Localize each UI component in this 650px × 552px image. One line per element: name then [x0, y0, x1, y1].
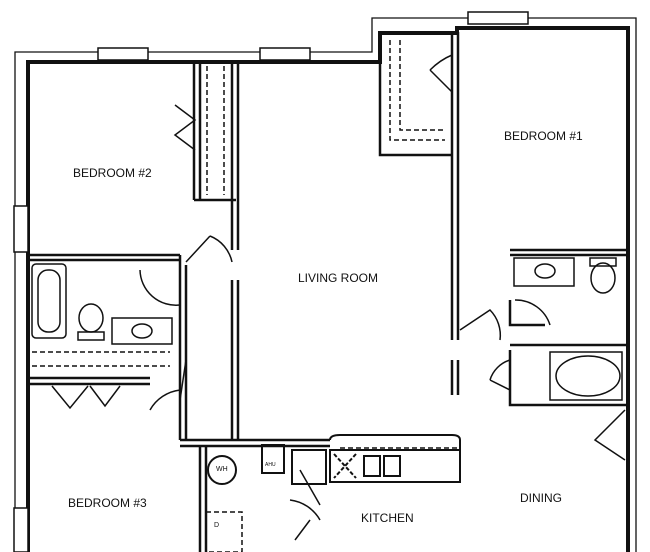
dryer-label: D — [214, 522, 220, 529]
kitchen-counter — [207, 434, 461, 485]
windows — [13, 11, 529, 552]
ahu-label: AHU — [265, 462, 276, 468]
bath-fixtures — [31, 257, 623, 401]
room-label-living-room: LIVING ROOM — [298, 271, 379, 285]
room-label-bedroom-3: BEDROOM #3 — [68, 496, 147, 510]
exterior-walls — [26, 26, 630, 552]
water-heater-label: WH — [216, 466, 228, 473]
room-label-bedroom-2: BEDROOM #2 — [73, 166, 152, 180]
exterior-wall-outline — [14, 17, 637, 552]
room-label-bedroom-1: BEDROOM #1 — [504, 129, 583, 143]
door-swings — [51, 54, 626, 541]
room-label-dining: DINING — [520, 491, 562, 505]
interior-walls — [30, 32, 628, 552]
closet-shelves — [32, 40, 460, 552]
room-label-kitchen: KITCHEN — [361, 511, 414, 525]
